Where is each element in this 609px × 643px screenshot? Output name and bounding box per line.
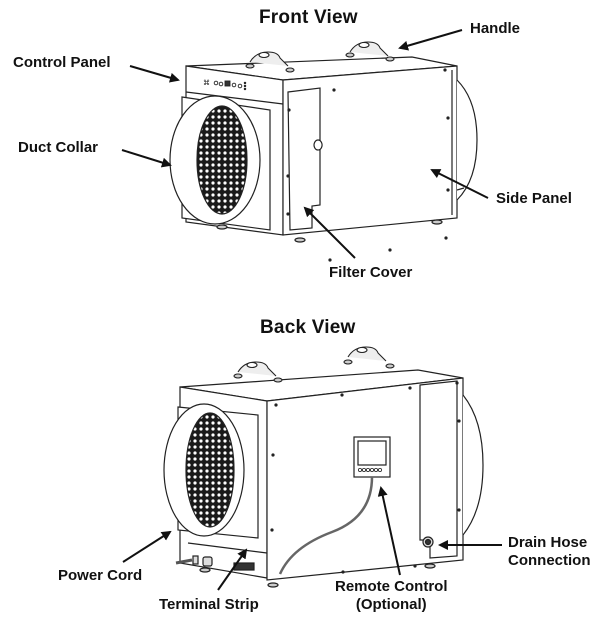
back-grille [185, 412, 235, 528]
arrow-side-panel [430, 169, 489, 199]
label-terminal-strip: Terminal Strip [159, 596, 259, 613]
arrow-filter-cover [303, 206, 356, 259]
label-remote-control: Remote Control (Optional) [335, 578, 448, 614]
front-view-unit: ⌘ [169, 41, 478, 262]
label-remote-control-line2: (Optional) [355, 596, 427, 613]
back-side-face [266, 377, 464, 581]
front-view-title: Front View [259, 7, 358, 28]
arrow-duct-collar [121, 149, 172, 168]
svg-text:⌘: ⌘ [203, 79, 210, 87]
remote-control-device [278, 436, 391, 575]
back-arrows [122, 486, 502, 591]
power-cord-icon [175, 558, 193, 565]
arrow-power-cord [122, 530, 172, 563]
back-handle-icon [233, 346, 395, 383]
back-view-unit [163, 346, 484, 588]
label-drain-hose-line2: Connection [508, 552, 591, 569]
back-feet [199, 563, 436, 588]
arrow-remote-control [377, 486, 401, 576]
label-power-cord: Power Cord [58, 567, 143, 584]
front-side-face [282, 65, 458, 236]
arrow-terminal-strip [217, 548, 248, 591]
label-filter-cover: Filter Cover [329, 264, 413, 281]
arrow-control-panel [129, 65, 180, 83]
front-arrows [121, 29, 489, 259]
control-panel-buttons: ⌘ [203, 79, 247, 91]
filter-cover [287, 87, 321, 231]
label-handle: Handle [470, 20, 521, 37]
label-control-panel: Control Panel [13, 54, 111, 71]
label-side-panel: Side Panel [496, 190, 572, 207]
front-handle-icon [245, 41, 395, 73]
arrow-handle [398, 29, 463, 51]
label-duct-collar: Duct Collar [18, 139, 99, 156]
label-drain-hose-connection: Drain Hose Connection [508, 534, 591, 570]
front-grille [196, 105, 248, 215]
front-feet [216, 219, 443, 243]
label-drain-hose-line1: Drain Hose [508, 534, 588, 551]
label-remote-control-line1: Remote Control [335, 578, 448, 595]
back-view-title: Back View [260, 317, 356, 338]
front-screws [286, 68, 450, 262]
back-screws [270, 381, 461, 574]
